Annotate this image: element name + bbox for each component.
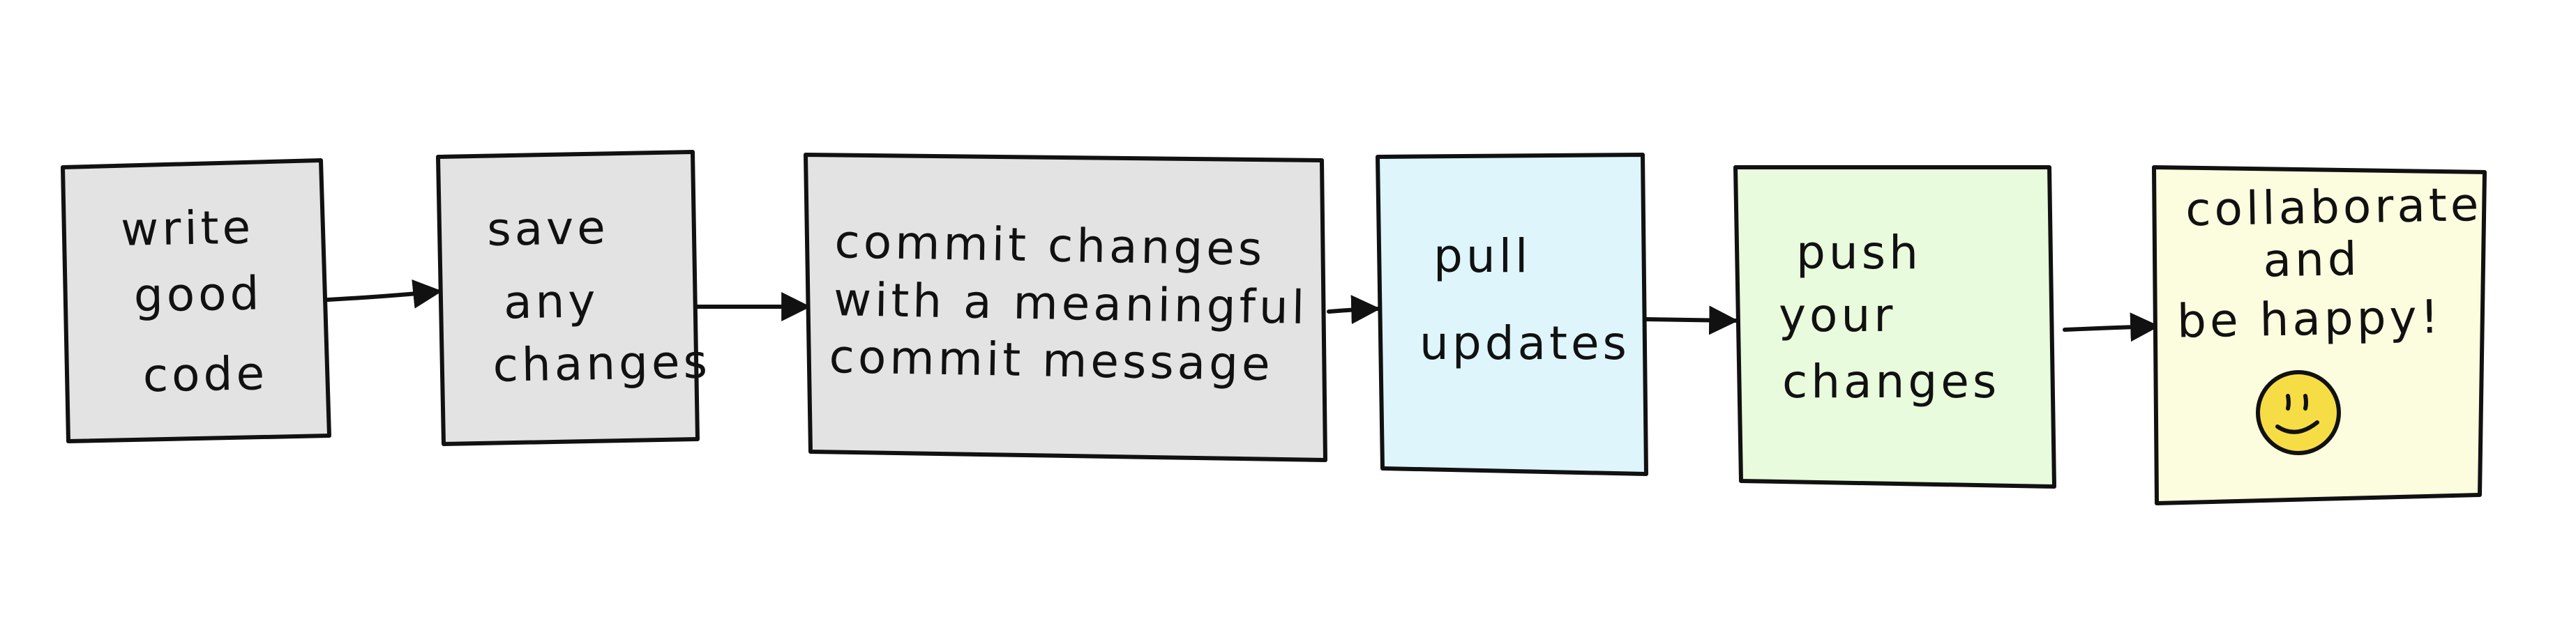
step-label-line: write bbox=[121, 201, 255, 257]
step-collaborate-and-be-happy: collaborate and be happy! bbox=[2152, 165, 2503, 505]
step-label-line: good bbox=[133, 266, 263, 322]
svg-text:save any chang: save any changes bbox=[487, 199, 711, 392]
step-label-line: push bbox=[1796, 226, 1922, 280]
step-write-good-code: write good code bbox=[61, 158, 331, 443]
svg-text:push your chan: push your changes bbox=[1779, 226, 2000, 408]
step-push-your-changes: push your changes bbox=[1733, 165, 2056, 489]
svg-text:pull updates: pull updates bbox=[1419, 229, 1630, 370]
arrow-1-to-2 bbox=[326, 279, 443, 309]
step-box bbox=[804, 153, 1327, 462]
step-label-line: code bbox=[142, 346, 268, 402]
step-label-line: updates bbox=[1419, 316, 1630, 370]
step-box bbox=[61, 158, 331, 443]
svg-text:collaborate and: collaborate and be happy! bbox=[2175, 177, 2503, 348]
step-commit-changes: commit changes with a meaningful commit … bbox=[804, 153, 1327, 462]
step-box bbox=[1733, 165, 2056, 489]
step-box bbox=[436, 150, 700, 446]
arrow-4-to-5 bbox=[1644, 305, 1739, 335]
step-label-line: any bbox=[503, 274, 599, 329]
connectors bbox=[326, 279, 2160, 342]
step-box bbox=[1376, 153, 1648, 476]
step-label-line: commit message bbox=[829, 330, 1274, 391]
step-pull-updates: pull updates bbox=[1376, 153, 1648, 476]
svg-text:write good cod: write good code bbox=[121, 200, 283, 403]
step-label-line: be happy! bbox=[2176, 290, 2442, 349]
step-label-line: changes bbox=[1782, 355, 2000, 408]
step-label-line: collaborate bbox=[2185, 178, 2483, 236]
step-label-line: and bbox=[2263, 232, 2360, 287]
step-label-line: commit changes bbox=[834, 215, 1266, 276]
svg-text:commit changes with a: commit changes with a meaningful commit … bbox=[829, 215, 1327, 392]
step-save-any-changes: save any changes bbox=[436, 150, 711, 446]
step-label-line: with a meaningful bbox=[833, 273, 1308, 335]
arrow-5-to-6 bbox=[2063, 312, 2160, 342]
step-label-line: pull bbox=[1433, 229, 1531, 283]
step-label-line: changes bbox=[492, 335, 711, 392]
smiley-face-icon bbox=[2256, 370, 2341, 455]
step-label-line: save bbox=[487, 201, 610, 257]
arrow-3-to-4 bbox=[1327, 295, 1381, 325]
step-box bbox=[2152, 165, 2487, 505]
step-label-line: your bbox=[1779, 289, 1896, 342]
